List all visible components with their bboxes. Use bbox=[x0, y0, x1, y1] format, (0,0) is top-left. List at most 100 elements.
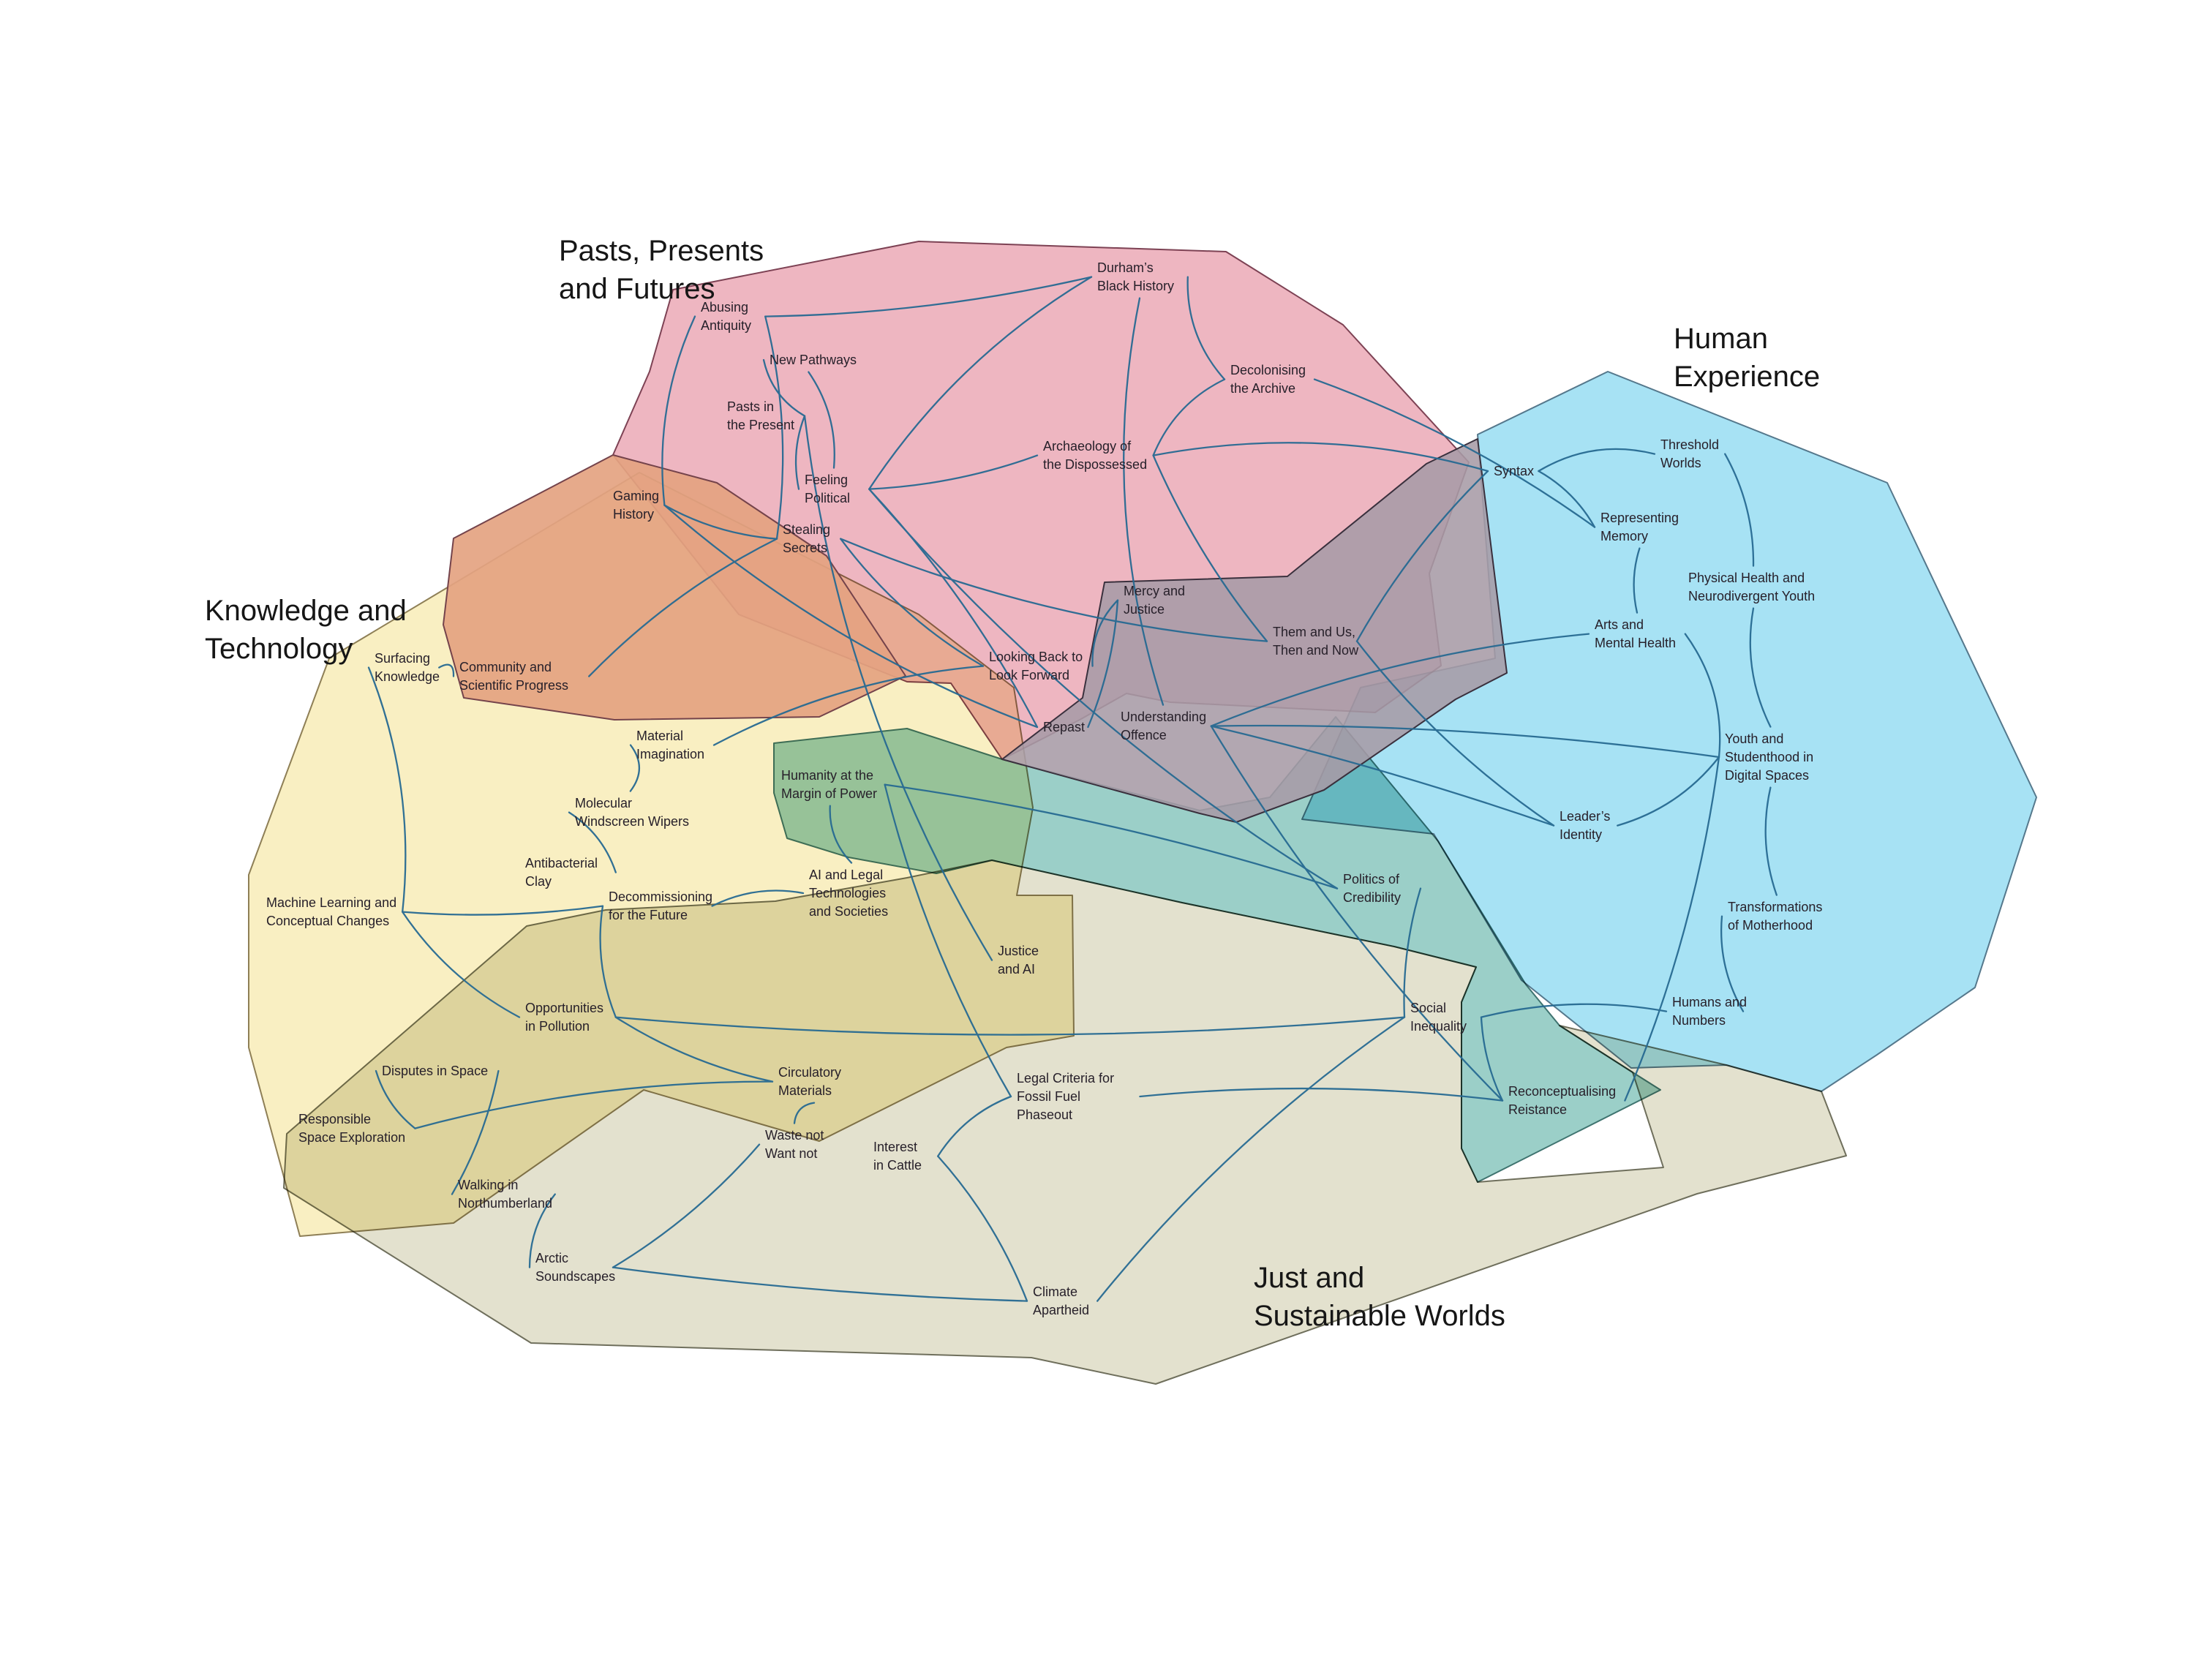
edge-opportunities-social bbox=[614, 1016, 1406, 1036]
edge-humanity-legal bbox=[884, 783, 1012, 1098]
edge-understanding-youth bbox=[1210, 724, 1720, 759]
edge-abusing-stealing bbox=[764, 315, 784, 540]
edge-decommissioning-ai_legal bbox=[711, 889, 805, 907]
edge-climate-social bbox=[1096, 1016, 1406, 1302]
edge-humans-transformations bbox=[1720, 915, 1745, 1012]
edge-machine-opportunities bbox=[402, 911, 521, 1018]
edge-syntax-representing bbox=[1538, 470, 1596, 528]
edge-molecular-antibacterial bbox=[568, 811, 617, 873]
edge-durhams-abusing bbox=[764, 276, 1093, 317]
edge-opportunities-circulatory bbox=[614, 1016, 774, 1083]
edge-stealing-looking bbox=[840, 538, 985, 667]
edge-durhams-decolonising bbox=[1186, 276, 1226, 380]
edge-community-stealing bbox=[588, 538, 778, 677]
edge-surfacing-community bbox=[438, 663, 455, 677]
edge-abusing-gaming bbox=[661, 315, 696, 506]
edge-disputes-responsible bbox=[375, 1069, 416, 1129]
edge-leaders-youth bbox=[1617, 756, 1720, 827]
region-just-sustainable-worlds bbox=[283, 859, 1847, 1385]
edge-politics-social bbox=[1403, 887, 1422, 1018]
edge-material-looking bbox=[712, 665, 985, 746]
edge-durhams-understanding bbox=[1123, 297, 1165, 706]
edge-youth-reconceptualising bbox=[1624, 756, 1720, 1102]
region-overlap-pasts-knowledge bbox=[443, 454, 906, 721]
edge-them_us-syntax bbox=[1355, 470, 1489, 642]
edge-threshold-physical bbox=[1724, 453, 1755, 567]
edge-social-humans bbox=[1480, 1003, 1668, 1018]
edge-waste-arctic bbox=[612, 1143, 761, 1268]
edge-legal-interest bbox=[937, 1095, 1012, 1157]
edge-feeling-repast bbox=[868, 488, 1039, 729]
edge-mercy-repast bbox=[1087, 599, 1119, 729]
edge-material-molecular bbox=[629, 744, 640, 792]
edge-archaeology-syntax bbox=[1152, 442, 1489, 473]
edge-machine-decommissioning bbox=[402, 905, 604, 916]
edge-walking-arctic bbox=[528, 1193, 556, 1268]
edge-understanding-leaders bbox=[1210, 725, 1555, 827]
edge-understanding-arts bbox=[1210, 633, 1590, 727]
edge-representing-arts bbox=[1633, 547, 1641, 614]
edge-climate-arctic bbox=[612, 1266, 1028, 1302]
topic-label-them_us: Them and Us,Then and Now bbox=[1273, 625, 1359, 658]
edge-archaeology-decolonising bbox=[1152, 378, 1226, 456]
edge-ai_legal-humanity bbox=[829, 805, 853, 864]
edge-mercy-looking bbox=[1091, 599, 1119, 667]
edge-humanity-politics bbox=[884, 783, 1339, 889]
edge-new_pathways-pasts_present bbox=[762, 358, 806, 417]
topic-label-repast: Repast bbox=[1043, 720, 1085, 734]
edge-surfacing-machine bbox=[367, 666, 407, 913]
topic-label-syntax: Syntax bbox=[1494, 464, 1534, 478]
edge-gaming-repast bbox=[663, 504, 1039, 729]
edge-stealing-them_us bbox=[840, 538, 1268, 642]
region-overlap-offence-band bbox=[1001, 438, 1508, 823]
edge-them_us-leaders bbox=[1355, 640, 1555, 827]
edge-feeling-politics bbox=[868, 488, 1339, 889]
edge-responsible-circulatory bbox=[414, 1080, 774, 1129]
edge-decolonising-representing bbox=[1313, 378, 1596, 528]
edge-physical-youth bbox=[1749, 607, 1772, 728]
edge-feeling-archaeology bbox=[868, 454, 1039, 490]
topic-label-disputes: Disputes in Space bbox=[382, 1064, 488, 1078]
edge-gaming-stealing bbox=[663, 504, 778, 540]
edge-arts-youth bbox=[1684, 633, 1721, 759]
edge-legal-reconceptualising bbox=[1139, 1087, 1504, 1102]
edge-youth-transformations bbox=[1764, 786, 1778, 896]
